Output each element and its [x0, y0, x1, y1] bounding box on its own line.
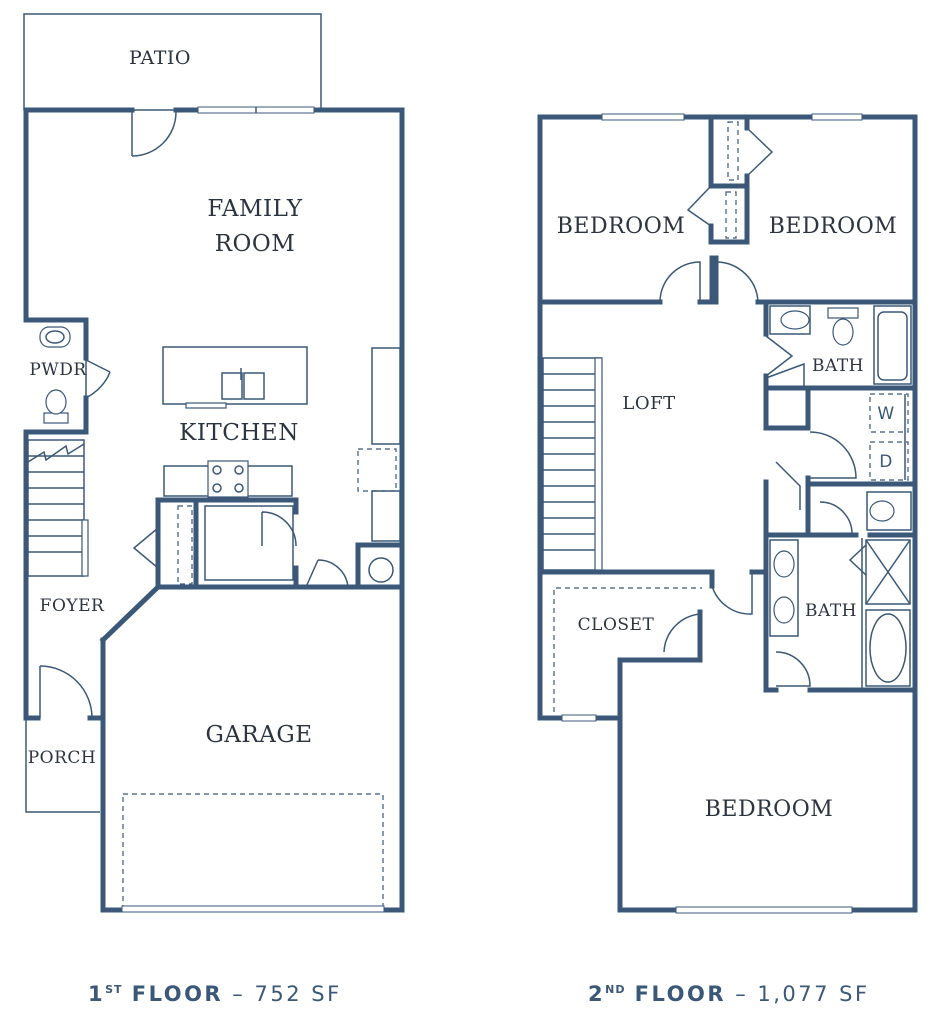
room-label-garage: GARAGE: [205, 722, 312, 748]
upper-bath-tub: [873, 305, 912, 385]
room-label-family-1: FAMILY: [207, 196, 303, 222]
patio-outline: [23, 13, 322, 111]
lower-bath-toilet: [869, 500, 895, 522]
upper-bath-walls: [763, 299, 918, 431]
room-label-pwdr: PWDR: [29, 360, 87, 380]
upper-bath-toilet-tank: [827, 307, 859, 319]
first-floor-exterior-walls: [23, 107, 405, 913]
garage-door-outline: [122, 793, 384, 908]
laundry-area: [869, 393, 909, 481]
first-floor-caption: 1ST FLOOR – 752 SF: [88, 982, 342, 1006]
shower-stall: [865, 539, 911, 605]
master-sink-2: [773, 596, 795, 624]
first-floor-area: 752 SF: [254, 982, 342, 1006]
pantry-door-swing: [132, 527, 159, 569]
first-floor-ordinal: ST: [105, 983, 123, 996]
first-floor-plan: PATIO FAMILY ROOM PWDR KITCHEN FOYER POR…: [23, 13, 405, 913]
room-label-kitchen: KITCHEN: [179, 420, 299, 446]
room-label-bedroom-b: BEDROOM: [769, 214, 898, 239]
hall-walls: [763, 475, 918, 538]
second-floor-stairs: [542, 357, 603, 571]
upper-bath-door-swing: [765, 335, 794, 377]
master-bath-door-swing: [775, 651, 811, 687]
first-floor-stairs: [27, 439, 89, 577]
room-label-bath-b: BATH: [805, 601, 857, 621]
kitchen-counter: [163, 460, 293, 498]
fridge-outline: [357, 448, 397, 492]
kitchen-island: [162, 346, 308, 409]
kitchen-sink-right: [243, 372, 265, 400]
master-bath-walls: [763, 532, 918, 693]
dryer-outline: [869, 441, 909, 481]
window-bedroom-b: [811, 113, 863, 121]
second-floor-exterior-walls: [537, 114, 918, 913]
porch-outline: [25, 718, 100, 813]
bedroom-b-door-swing: [715, 261, 759, 303]
toilet-tank-lower: [866, 491, 912, 531]
washer-outline: [869, 393, 909, 433]
first-floor-separator: –: [232, 982, 246, 1006]
patio-door-swing: [131, 110, 177, 157]
sink-fixture: [39, 326, 71, 348]
pwdr-door-swing: [85, 359, 111, 399]
front-door-swing: [39, 665, 93, 719]
master-closet-hall-door: [711, 572, 753, 615]
powder-room-walls: [23, 317, 89, 435]
patio-slider-window: [197, 106, 315, 114]
room-label-bath-a: BATH: [812, 356, 864, 376]
first-floor-number: 1: [88, 982, 106, 1006]
room-label-bedroom-a: BEDROOM: [557, 214, 686, 239]
shower-door: [848, 544, 867, 576]
kitchen-sink-left: [221, 372, 243, 400]
first-floor-word: FLOOR: [131, 982, 224, 1006]
closet-door-swing: [261, 511, 297, 547]
upper-bath-sink: [780, 310, 810, 330]
master-vanity: [769, 539, 799, 637]
second-floor-separator: –: [735, 982, 749, 1006]
master-tub: [865, 609, 911, 687]
label-dryer: D: [879, 452, 893, 472]
upper-bath-toilet: [832, 318, 854, 346]
wc-door-swing: [819, 501, 853, 536]
room-label-porch: PORCH: [28, 748, 97, 768]
first-floor-inner-walls: [155, 497, 405, 590]
bedroom-bottom-walls: [537, 255, 918, 305]
kitchen-wall-counter: [357, 347, 401, 542]
second-floor-caption: 2ND FLOOR – 1,077 SF: [588, 982, 870, 1006]
room-label-closet: CLOSET: [578, 615, 655, 635]
room-label-loft: LOFT: [622, 393, 675, 414]
closet-door-swing-b: [746, 127, 774, 177]
closet-door-swing-a: [686, 185, 712, 227]
laundry-door-swing: [809, 431, 857, 479]
upper-bath-vanity: [769, 305, 811, 335]
window-closet: [561, 714, 597, 722]
room-label-foyer: FOYER: [40, 596, 105, 616]
bedroom-closet-walls: [708, 114, 750, 245]
room-label-family-2: ROOM: [215, 231, 296, 257]
room-label-patio: PATIO: [129, 47, 191, 69]
room-label-bedroom-c: BEDROOM: [705, 797, 834, 822]
bedroom-a-door-swing: [659, 261, 701, 303]
water-heater-icon: [368, 557, 394, 583]
closet-door-swing-c: [663, 613, 701, 653]
second-floor-number: 2: [588, 982, 606, 1006]
second-floor-ordinal: ND: [605, 983, 626, 996]
garage-door-swing: [305, 559, 349, 588]
second-floor-plan: BEDROOM BEDROOM BATH LOFT W D CLOSET BAT…: [537, 113, 918, 914]
linen-door-swing: [775, 461, 801, 510]
label-washer: W: [877, 404, 894, 424]
master-closet-walls: [537, 569, 769, 712]
window-bedroom-c: [675, 906, 853, 914]
garage-door-opening: [121, 905, 385, 913]
second-floor-area: 1,077 SF: [757, 982, 870, 1006]
toilet-fixture: [45, 389, 67, 415]
master-sink-1: [773, 550, 795, 578]
window-bedroom-a: [601, 113, 685, 121]
second-floor-word: FLOOR: [634, 982, 727, 1006]
